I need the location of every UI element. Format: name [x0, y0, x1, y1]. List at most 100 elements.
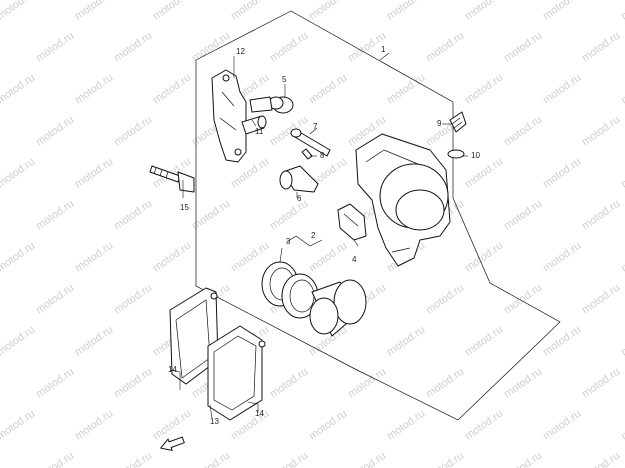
watermark-text: motod.ru: [541, 408, 583, 443]
part-dust-boot: [249, 96, 294, 114]
watermark-text: motod.ru: [463, 0, 505, 22]
watermark-text: motod.ru: [34, 114, 76, 149]
part-cap: [447, 149, 465, 159]
callout-5: 5: [282, 75, 287, 84]
watermark-text: motod.ru: [34, 366, 76, 401]
watermark-text: motod.ru: [541, 240, 583, 275]
watermark-text: motod.ru: [229, 0, 271, 22]
watermark-text: motod.ru: [385, 408, 427, 443]
watermark-text: motod.ru: [112, 30, 154, 65]
watermark-text: motod.ru: [0, 156, 37, 191]
watermark-text: motod.ru: [112, 114, 154, 149]
callout-14: 14: [168, 365, 177, 374]
watermark-text: motod.ru: [346, 366, 388, 401]
watermark-text: motod.ru: [580, 198, 622, 233]
watermark-text: motod.ru: [502, 450, 544, 468]
watermark-text: motod.ru: [580, 30, 622, 65]
watermark-text: motod.ru: [580, 366, 622, 401]
watermark-text: motod.ru: [502, 282, 544, 317]
watermark-text: motod.ru: [0, 408, 37, 443]
callout-9: 9: [437, 119, 442, 128]
part-bleed-valve: [449, 111, 467, 133]
watermark-text: motod.ru: [0, 72, 37, 107]
watermark-text: motod.ru: [619, 0, 625, 22]
watermark-text: motod.ru: [502, 366, 544, 401]
watermark-text: motod.ru: [541, 324, 583, 359]
watermark-text: motod.ru: [502, 30, 544, 65]
watermark-text: motod.ru: [424, 450, 466, 468]
watermark-text: motod.ru: [463, 72, 505, 107]
watermark-text: motod.ru: [112, 450, 154, 468]
watermark-text: motod.ru: [541, 0, 583, 22]
watermark-text: motod.ru: [385, 72, 427, 107]
callout-6: 6: [297, 194, 302, 203]
watermark-text: motod.ru: [73, 156, 115, 191]
watermark-text: motod.ru: [307, 72, 349, 107]
watermark-text: motod.ru: [268, 30, 310, 65]
watermark-text: motod.ru: [502, 198, 544, 233]
watermark-text: motod.ru: [151, 0, 193, 22]
callout-10: 10: [471, 151, 480, 160]
part-guide-pin: [279, 165, 319, 193]
watermark-text: motod.ru: [73, 0, 115, 22]
watermark-text: motod.ru: [580, 450, 622, 468]
watermark-text: motod.ru: [463, 156, 505, 191]
watermark-text: motod.ru: [112, 282, 154, 317]
watermark-text: motod.ru: [34, 198, 76, 233]
watermark-text: motod.ru: [73, 72, 115, 107]
watermark-text: motod.ru: [541, 156, 583, 191]
watermark-text: motod.ru: [112, 366, 154, 401]
part-small-pin: [301, 148, 313, 160]
watermark-text: motod.ru: [229, 240, 271, 275]
arrow-front-icon: [160, 436, 185, 451]
watermark-text: motod.ru: [34, 282, 76, 317]
watermark-text: motod.ru: [73, 408, 115, 443]
watermark-text: motod.ru: [619, 240, 625, 275]
watermark-text: motod.ru: [463, 408, 505, 443]
watermark-text: motod.ru: [385, 324, 427, 359]
watermark-text: motod.ru: [619, 408, 625, 443]
part-caliper-body: [355, 133, 451, 267]
callout-1: 1: [381, 45, 386, 54]
watermark-text: motod.ru: [424, 366, 466, 401]
callout-2: 2: [311, 231, 316, 240]
watermark-text: motod.ru: [619, 324, 625, 359]
callout-12: 12: [236, 47, 245, 56]
watermark-text: motod.ru: [0, 240, 37, 275]
callout-15: 15: [180, 203, 189, 212]
watermark-text: motod.ru: [190, 450, 232, 468]
watermark-text: motod.ru: [307, 0, 349, 22]
watermark-text: motod.ru: [346, 450, 388, 468]
watermark-text: motod.ru: [112, 198, 154, 233]
watermark-text: motod.ru: [424, 30, 466, 65]
watermark-text: motod.ru: [385, 0, 427, 22]
watermark-text: motod.ru: [619, 156, 625, 191]
watermark-text: motod.ru: [268, 198, 310, 233]
watermark-text: motod.ru: [73, 324, 115, 359]
watermark-text: motod.ru: [0, 0, 37, 22]
callout-3: 3: [286, 237, 291, 246]
watermark-text: motod.ru: [580, 282, 622, 317]
watermark-text: motod.ru: [463, 324, 505, 359]
leader-lines: [169, 52, 468, 419]
part-brake-pad-front: [207, 325, 266, 421]
part-pin-boot: [241, 115, 267, 135]
watermark-text: motod.ru: [424, 282, 466, 317]
callout-4: 4: [352, 255, 357, 264]
watermark-text: motod.ru: [268, 450, 310, 468]
assembly-outline-box: [195, 10, 561, 421]
part-bracket: [211, 69, 247, 163]
watermark-text: motod.ru: [307, 408, 349, 443]
part-piston: [309, 279, 367, 337]
callout-11: 11: [255, 127, 264, 136]
watermark-text: motod.ru: [151, 408, 193, 443]
part-pad-spring: [337, 203, 367, 241]
watermark-text: motod.ru: [34, 450, 76, 468]
watermark-text: motod.ru: [541, 72, 583, 107]
watermark-text: motod.ru: [268, 114, 310, 149]
watermark-text: motod.ru: [34, 30, 76, 65]
part-bolt: [149, 165, 195, 193]
watermark-text: motod.ru: [73, 240, 115, 275]
